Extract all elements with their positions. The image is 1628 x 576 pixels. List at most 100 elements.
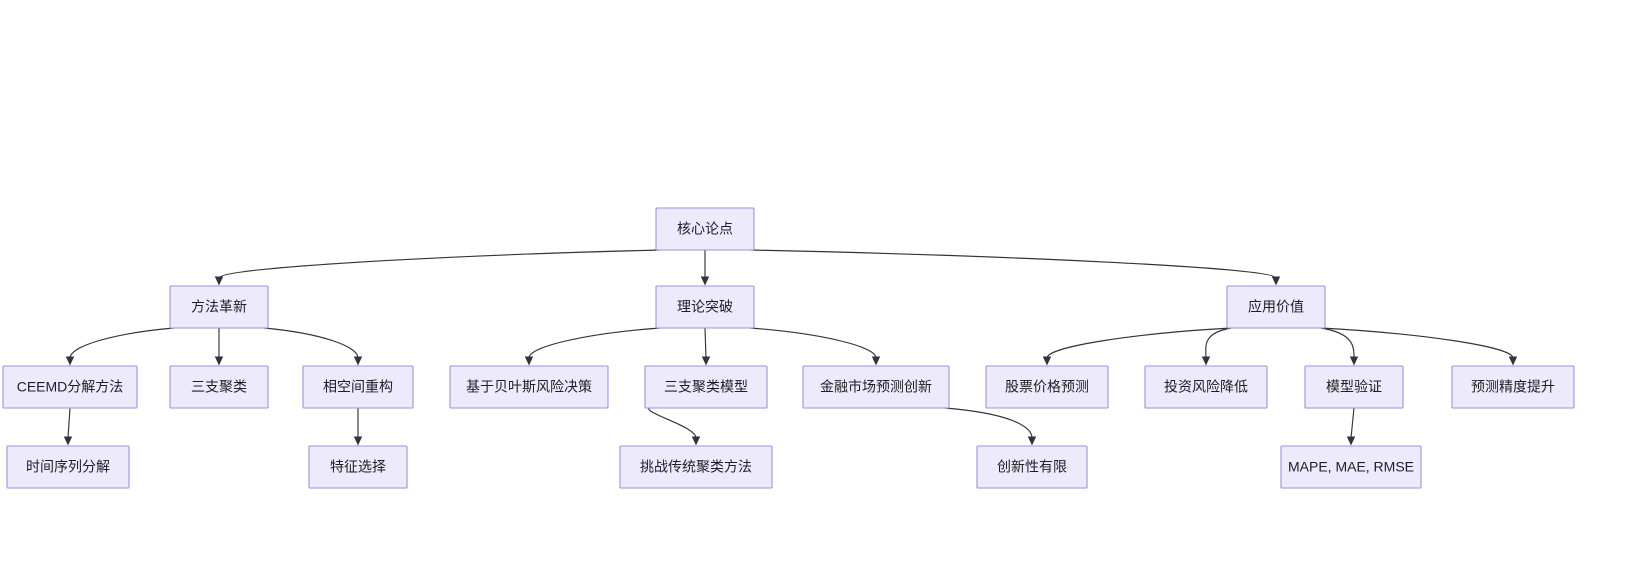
edge-line xyxy=(1046,327,1232,359)
node-l3e[interactable]: MAPE, MAE, RMSE xyxy=(1280,445,1422,489)
node-l1b[interactable]: 理论突破 xyxy=(655,285,755,329)
node-l2g[interactable]: 股票价格预测 xyxy=(985,365,1109,409)
node-l2h[interactable]: 投资风险降低 xyxy=(1144,365,1268,409)
edge-line xyxy=(1205,327,1232,359)
node-box[interactable] xyxy=(644,365,768,409)
edge-line xyxy=(1320,327,1514,359)
node-box[interactable] xyxy=(1451,365,1575,409)
node-label: MAPE, MAE, RMSE xyxy=(1288,459,1414,475)
node-box[interactable] xyxy=(802,365,950,409)
edge-l2a-to-l3a xyxy=(63,407,73,446)
edge-l1c-to-l2i xyxy=(1320,327,1359,366)
edge-root-to-l1a xyxy=(214,249,661,286)
node-box[interactable] xyxy=(985,365,1109,409)
edge-l2f-to-l3d xyxy=(944,407,1037,446)
node-l2e[interactable]: 三支聚类模型 xyxy=(644,365,768,409)
node-label: 三支聚类模型 xyxy=(664,379,748,395)
edge-l1b-to-l2f xyxy=(749,327,881,366)
edge-arrowhead-icon xyxy=(353,436,363,446)
edge-line xyxy=(67,407,71,439)
node-box[interactable] xyxy=(308,445,408,489)
node-box[interactable] xyxy=(1144,365,1268,409)
node-box[interactable] xyxy=(976,445,1088,489)
edge-l1c-to-l2g xyxy=(1042,327,1232,366)
node-l2c[interactable]: 相空间重构 xyxy=(302,365,414,409)
node-label: CEEMD分解方法 xyxy=(17,379,124,395)
node-box[interactable] xyxy=(619,445,773,489)
node-l2i[interactable]: 模型验证 xyxy=(1304,365,1404,409)
node-l1c[interactable]: 应用价值 xyxy=(1226,285,1326,329)
edge-arrowhead-icon xyxy=(1271,276,1281,286)
node-l3d[interactable]: 创新性有限 xyxy=(976,445,1088,489)
node-label: 投资风险降低 xyxy=(1164,379,1248,395)
edge-line xyxy=(704,327,707,359)
node-label: 挑战传统聚类方法 xyxy=(640,459,752,475)
edge-root-to-l1c xyxy=(749,249,1281,286)
node-l3c[interactable]: 挑战传统聚类方法 xyxy=(619,445,773,489)
edge-arrowhead-icon xyxy=(1508,356,1518,366)
edge-arrowhead-icon xyxy=(1346,436,1356,446)
node-box[interactable] xyxy=(1226,285,1326,329)
edge-arrowhead-icon xyxy=(691,436,701,446)
edge-line xyxy=(69,327,175,359)
edges-layer xyxy=(63,249,1518,446)
edge-arrowhead-icon xyxy=(63,436,73,446)
edge-line xyxy=(1320,327,1355,359)
node-l3a[interactable]: 时间序列分解 xyxy=(6,445,130,489)
edge-arrowhead-icon xyxy=(700,276,710,286)
edge-line xyxy=(749,327,877,359)
edge-arrowhead-icon xyxy=(1027,436,1037,446)
node-l2j[interactable]: 预测精度提升 xyxy=(1451,365,1575,409)
node-box[interactable] xyxy=(6,445,130,489)
node-box[interactable] xyxy=(302,365,414,409)
node-box[interactable] xyxy=(2,365,138,409)
edge-arrowhead-icon xyxy=(1349,356,1359,366)
node-l2a[interactable]: CEEMD分解方法 xyxy=(2,365,138,409)
node-root[interactable]: 核心论点 xyxy=(655,207,755,251)
edge-arrowhead-icon xyxy=(524,356,534,366)
node-box[interactable] xyxy=(1304,365,1404,409)
edge-line xyxy=(944,407,1033,439)
edge-l2i-to-l3e xyxy=(1346,407,1356,446)
edge-arrowhead-icon xyxy=(65,356,75,366)
edge-arrowhead-icon xyxy=(871,356,881,366)
node-label: 方法革新 xyxy=(191,299,247,315)
node-label: 三支聚类 xyxy=(191,379,247,395)
edge-line xyxy=(1350,407,1355,439)
edge-arrowhead-icon xyxy=(214,276,224,286)
node-label: 理论突破 xyxy=(677,299,733,315)
edge-l1b-to-l2e xyxy=(701,327,711,366)
edge-arrowhead-icon xyxy=(353,356,363,366)
node-box[interactable] xyxy=(1280,445,1422,489)
node-label: 特征选择 xyxy=(330,459,386,475)
node-label: 股票价格预测 xyxy=(1005,379,1089,395)
node-label: 金融市场预测创新 xyxy=(820,379,932,395)
node-label: 应用价值 xyxy=(1248,299,1304,315)
node-l1a[interactable]: 方法革新 xyxy=(169,285,269,329)
node-l2d[interactable]: 基于贝叶斯风险决策 xyxy=(449,365,609,409)
node-box[interactable] xyxy=(655,207,755,251)
edge-line xyxy=(749,249,1277,279)
edge-l2e-to-l3c xyxy=(648,407,701,446)
edge-l1a-to-l2b xyxy=(214,328,224,366)
edge-root-to-l1b xyxy=(700,250,710,286)
node-box[interactable] xyxy=(169,285,269,329)
edge-l1c-to-l2h xyxy=(1201,327,1232,366)
node-label: 基于贝叶斯风险决策 xyxy=(466,379,592,395)
node-box[interactable] xyxy=(655,285,755,329)
node-label: 相空间重构 xyxy=(323,379,393,395)
edge-line xyxy=(528,327,661,359)
node-l3b[interactable]: 特征选择 xyxy=(308,445,408,489)
edge-l1a-to-l2c xyxy=(263,327,363,366)
edge-l1c-to-l2j xyxy=(1320,327,1518,366)
node-label: 核心论点 xyxy=(677,221,733,237)
node-label: 创新性有限 xyxy=(997,459,1067,475)
edge-l2c-to-l3b xyxy=(353,408,363,446)
node-l2b[interactable]: 三支聚类 xyxy=(169,365,269,409)
node-label: 预测精度提升 xyxy=(1471,379,1555,395)
node-box[interactable] xyxy=(449,365,609,409)
node-box[interactable] xyxy=(169,365,269,409)
node-l2f[interactable]: 金融市场预测创新 xyxy=(802,365,950,409)
